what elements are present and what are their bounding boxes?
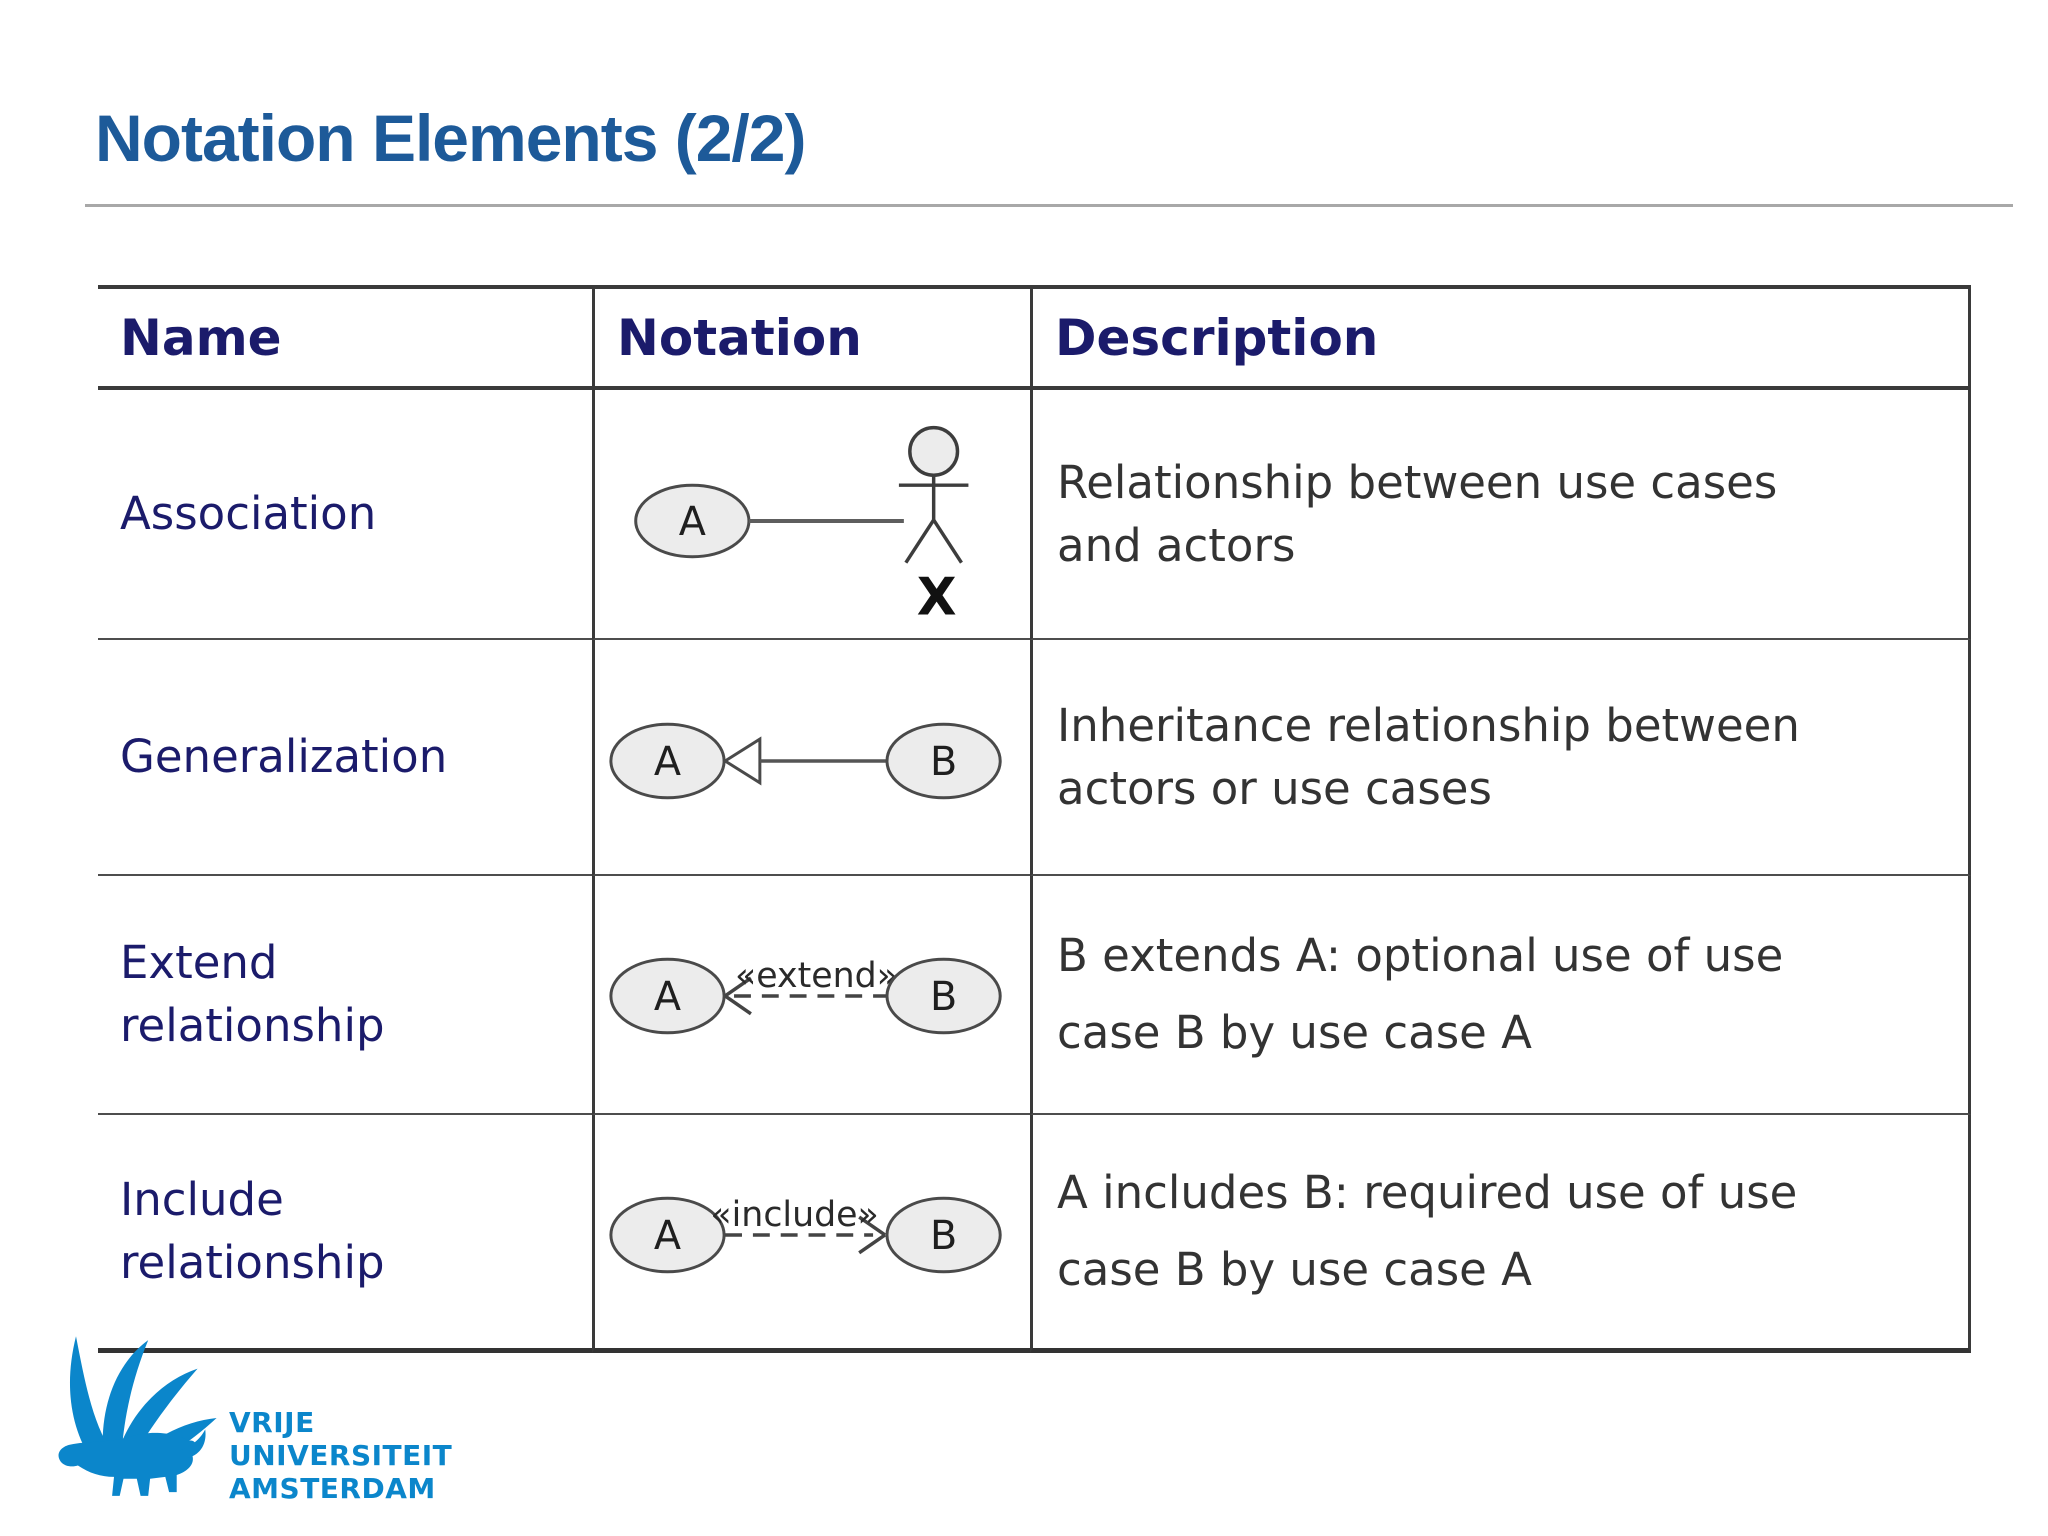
vu-griffin-logo-icon [58, 1336, 217, 1496]
row-include-name: Include relationship [98, 1115, 592, 1353]
vu-logo-line: VRIJE [229, 1406, 315, 1439]
actor-stick-figure [898, 425, 969, 564]
row-include-notation: A «include» B [592, 1115, 1030, 1353]
svg-text:«extend»: «extend» [735, 956, 898, 996]
row-association-notation: A X [592, 390, 1030, 640]
row-generalization-name: Generalization [98, 640, 592, 876]
header-notation: Notation [592, 285, 1030, 390]
header-name: Name [98, 285, 592, 390]
row-association-name: Association [98, 390, 592, 640]
extend-diagram-icon: A «extend» B [609, 956, 1002, 1035]
generalization-diagram-icon: A B [609, 722, 1002, 800]
svg-text:B: B [930, 1212, 957, 1258]
header-description: Description [1030, 285, 1971, 390]
svg-text:A: A [679, 499, 706, 545]
row-extend-notation: A «extend» B [592, 876, 1030, 1115]
association-diagram-icon: A X [634, 425, 969, 627]
vu-logo-line: AMSTERDAM [229, 1472, 436, 1505]
svg-text:A: A [654, 739, 681, 785]
vu-logo-wordmark: VRIJE UNIVERSITEIT AMSTERDAM [229, 1406, 452, 1505]
row-association-description: Relationship between use cases and actor… [1030, 390, 1971, 640]
svg-text:A: A [654, 974, 681, 1020]
svg-text:«include»: «include» [710, 1195, 878, 1235]
row-extend-name: Extend relationship [98, 876, 592, 1115]
vu-logo-line: UNIVERSITEIT [229, 1439, 453, 1472]
row-generalization-notation: A B [592, 640, 1030, 876]
svg-text:B: B [930, 974, 957, 1020]
include-diagram-icon: A «include» B [609, 1195, 1002, 1273]
row-extend-description: B extends A: optional use of use case B … [1030, 876, 1971, 1115]
svg-text:A: A [654, 1212, 681, 1258]
row-generalization-description: Inheritance relationship between actors … [1030, 640, 1971, 876]
title-divider [85, 204, 2013, 207]
svg-text:B: B [930, 739, 957, 785]
page-title: Notation Elements (2/2) [95, 101, 806, 175]
row-include-description: A includes B: required use of use case B… [1030, 1115, 1971, 1353]
notation-table: Name Notation Description Association A … [98, 285, 1971, 1353]
svg-text:X: X [917, 567, 957, 627]
